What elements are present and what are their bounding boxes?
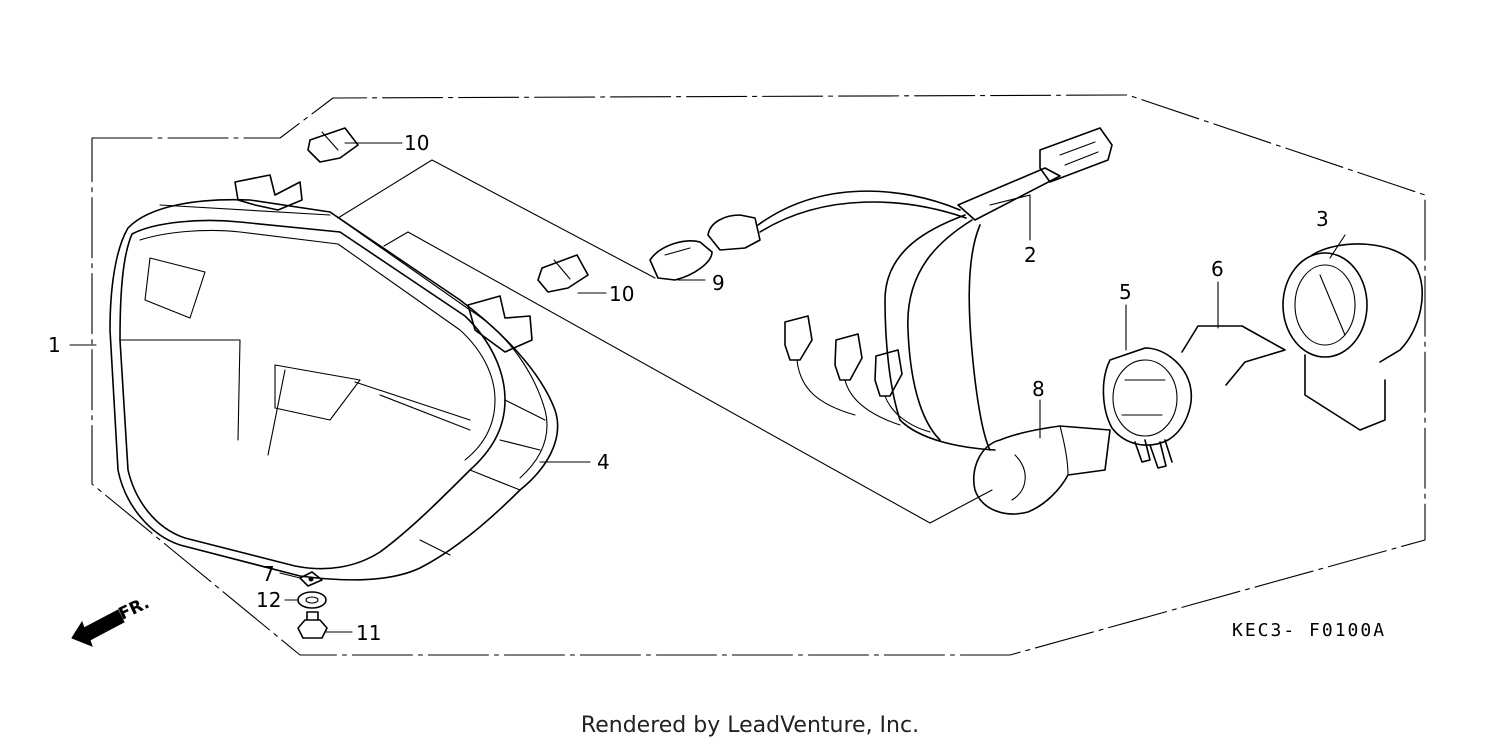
dust-cover	[1282, 243, 1423, 431]
clip-upper	[307, 127, 359, 163]
callout-11: 11	[356, 621, 381, 645]
callout-12: 12	[256, 588, 281, 612]
bulb-socket	[1102, 347, 1192, 469]
wire-harness	[707, 127, 1113, 451]
callout-2: 2	[1024, 243, 1037, 267]
assembly-boundary	[91, 94, 1426, 656]
callout-5: 5	[1119, 280, 1132, 304]
headlight-bulb	[973, 425, 1111, 515]
front-arrow-icon	[71, 609, 125, 647]
headlight-unit	[109, 174, 559, 581]
callout-8: 8	[1032, 377, 1045, 401]
front-indicator: FR.	[71, 593, 153, 647]
inner-boundary	[383, 231, 993, 524]
callout-10-lower: 10	[609, 282, 634, 306]
bolt	[297, 611, 328, 639]
spring-clip	[1181, 325, 1286, 386]
washer	[297, 591, 327, 609]
clip-lower	[537, 254, 589, 293]
callout-10-upper: 10	[404, 131, 429, 155]
callout-1: 1	[48, 333, 61, 357]
diagram-code: KEC3- F0100A	[1232, 620, 1386, 641]
callout-6: 6	[1211, 257, 1224, 281]
position-bulb	[649, 240, 713, 281]
front-label: FR.	[116, 593, 153, 624]
nut	[299, 571, 323, 587]
callout-3: 3	[1316, 207, 1329, 231]
callout-9: 9	[712, 271, 725, 295]
sub-assembly-boundary	[337, 159, 656, 279]
callout-4: 4	[597, 450, 610, 474]
callout-7: 7	[262, 562, 275, 586]
credit-line: Rendered by LeadVenture, Inc.	[580, 713, 920, 738]
